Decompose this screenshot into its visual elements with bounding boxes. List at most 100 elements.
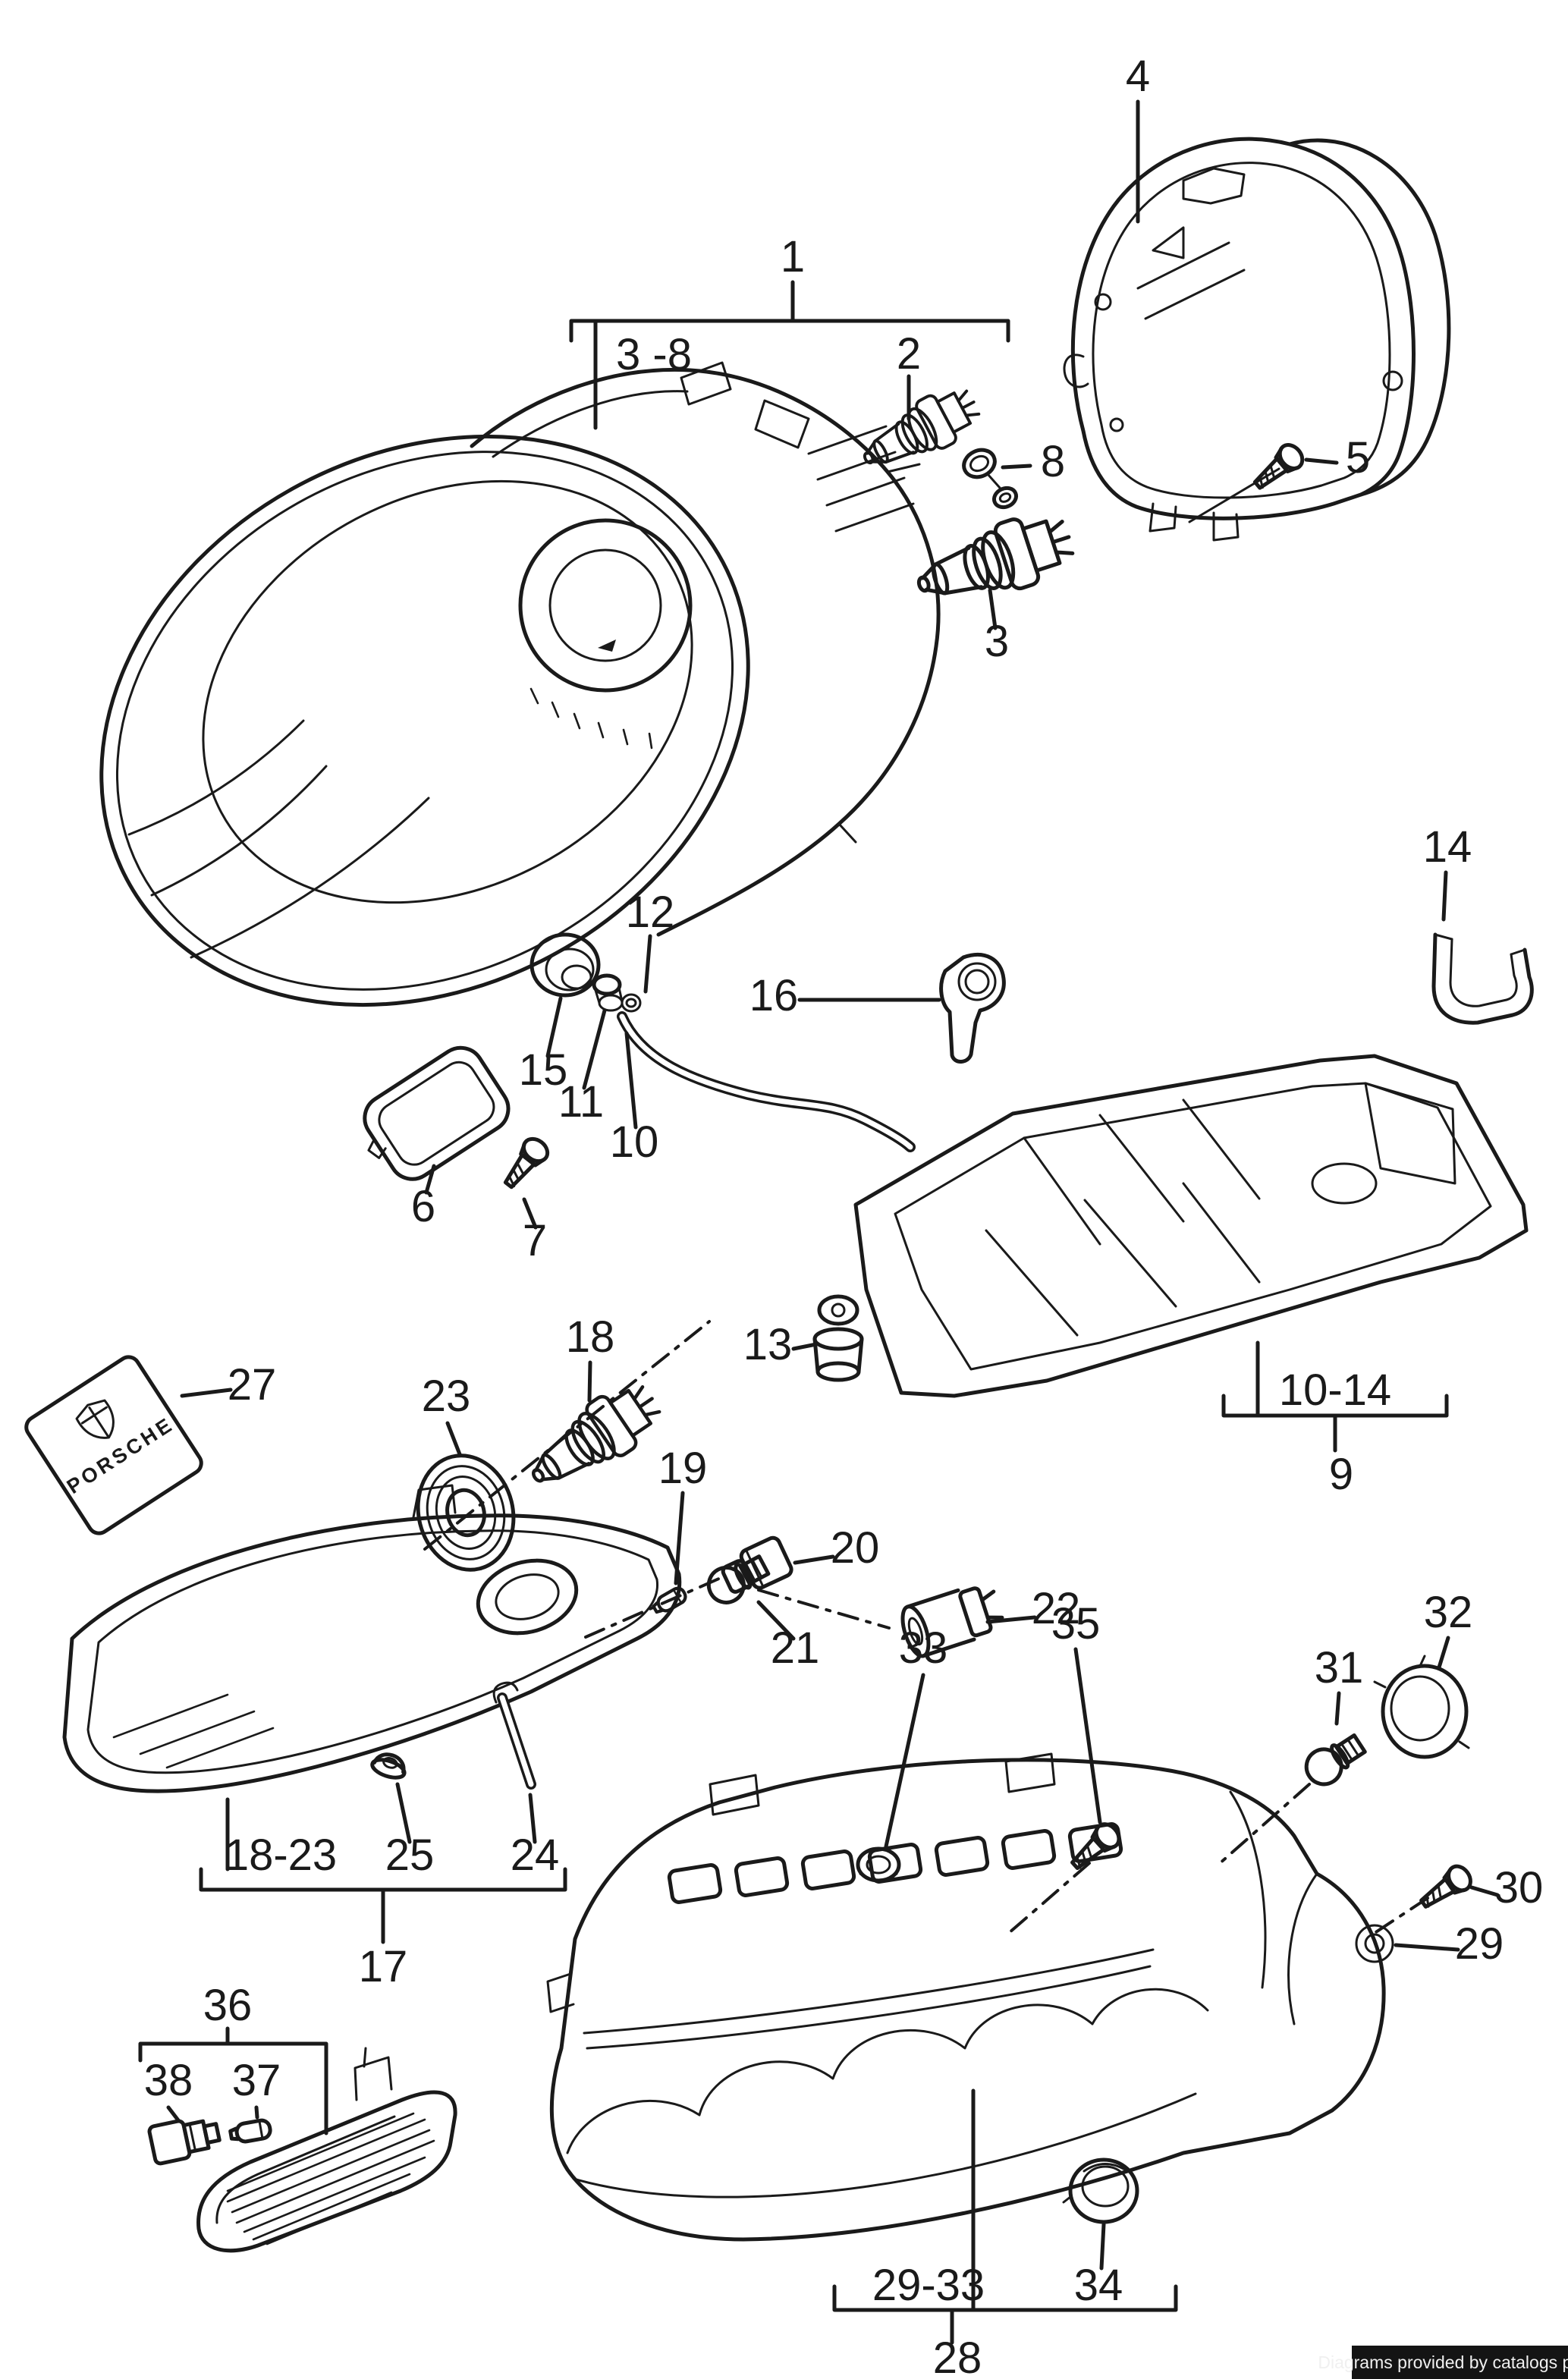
callout-label-20: 20: [831, 1523, 880, 1573]
callout-label-37: 37: [232, 2056, 281, 2105]
callout-label-27: 27: [228, 1360, 277, 1409]
watermark-text: Diagrams provided by catalogs parts: [1318, 2352, 1568, 2372]
callout-label-30: 30: [1494, 1863, 1544, 1912]
grommet-15-drawing: [529, 932, 601, 998]
callout-label-18-23: 18-23: [225, 1831, 337, 1880]
callout-label-38: 38: [144, 2056, 193, 2105]
lead-19: [674, 1491, 685, 1585]
porsche-sticker-27: PORSCHE: [24, 1355, 203, 1535]
bulb-31-axis: [1217, 1783, 1311, 1866]
callout-label-19: 19: [658, 1444, 708, 1493]
washer-12-drawing: [621, 993, 642, 1013]
callout-label-12: 12: [626, 888, 675, 937]
ring-32-drawing: [1373, 1655, 1470, 1759]
callout-label-29: 29: [1455, 1919, 1504, 1969]
leader-lines-and-brackets: [138, 99, 1500, 2345]
lead-32: [1437, 1636, 1450, 1670]
callout-label-15: 15: [519, 1045, 568, 1095]
rod-24-drawing: [492, 1681, 536, 1790]
lead-7: [522, 1197, 538, 1230]
lead-18: [587, 1360, 592, 1403]
bulb-37-drawing: [229, 2119, 271, 2144]
lead-21: [756, 1600, 796, 1641]
screw-5-drawing: [1249, 441, 1307, 495]
lead-15: [545, 996, 563, 1058]
callout-label-13: 13: [743, 1320, 793, 1369]
bracket-group-36: [138, 2026, 328, 2135]
lead-33: [884, 1673, 925, 1849]
retainer-clip-8-drawing: [962, 448, 1019, 510]
callout-label-22: 22: [1032, 1584, 1081, 1633]
watermark: Diagrams provided by catalogs parts: [1318, 2346, 1568, 2379]
lead-12: [643, 934, 652, 994]
gasket-6-drawing: [363, 1045, 511, 1181]
callout-label-3-8: 3 -8: [616, 330, 692, 379]
lead-30: [1469, 1885, 1500, 1897]
screw-5-axis-line: [1188, 467, 1280, 523]
seal-23-drawing: [416, 1453, 516, 1572]
housing-cover-4-drawing: [1063, 137, 1451, 542]
callout-label-16: 16: [749, 971, 799, 1020]
bulb-3-drawing: [909, 504, 1079, 618]
bracket-group-28: [832, 2088, 1178, 2345]
clip-14-drawing: [1431, 932, 1534, 1025]
lead-23: [445, 1421, 462, 1457]
lead-11: [582, 1008, 607, 1090]
lead-8: [1001, 464, 1032, 470]
callout-label-17: 17: [359, 1942, 408, 1991]
cap-34-drawing: [1062, 2157, 1139, 2224]
callout-label-29-33: 29-33: [872, 2261, 985, 2310]
callout-label-11: 11: [558, 1077, 604, 1127]
callout-label-10: 10: [610, 1117, 659, 1167]
lead-13: [791, 1342, 819, 1351]
lead-35: [1073, 1647, 1102, 1824]
callout-label-6: 6: [411, 1182, 435, 1231]
bracket-group-1: [569, 280, 1010, 430]
callout-label-36: 36: [203, 1981, 253, 2030]
screw-30-drawing: [1416, 1862, 1475, 1915]
callout-label-1: 1: [781, 232, 805, 281]
callout-label-33: 33: [899, 1623, 948, 1673]
callout-label-34: 34: [1074, 2261, 1123, 2310]
lead-27: [180, 1387, 233, 1398]
callout-label-18: 18: [566, 1312, 615, 1362]
bulb-31-drawing: [1299, 1729, 1368, 1791]
callout-label-5: 5: [1346, 433, 1370, 482]
callout-label-10-14: 10-14: [1279, 1365, 1391, 1415]
socket-38-drawing: [147, 2119, 222, 2166]
nut-25-drawing: [370, 1752, 407, 1780]
hose-10-drawing: [617, 1011, 916, 1152]
socket-22-drawing: [900, 1586, 1004, 1658]
callout-label-14: 14: [1423, 822, 1472, 872]
bracket-group-9: [1221, 1340, 1449, 1453]
bracket-group-17: [199, 1782, 567, 1944]
callout-label-9: 9: [1329, 1450, 1353, 1499]
vent-slots: [667, 1822, 1123, 1904]
headlight-28-drawing: [546, 1752, 1394, 2242]
callout-label-7: 7: [523, 1216, 547, 1265]
screw-30-axis: [1368, 1897, 1429, 1937]
callout-label-23: 23: [422, 1372, 471, 1421]
lead-14: [1441, 870, 1448, 922]
lead-29: [1394, 1943, 1460, 1952]
bulb-21-drawing: [702, 1550, 771, 1609]
callout-label-24: 24: [511, 1831, 560, 1880]
callout-label-35: 35: [1051, 1599, 1101, 1648]
adjuster-lever-16-drawing: [939, 953, 1006, 1064]
connector-29-drawing: [1355, 1924, 1394, 1963]
support-bracket-9-drawing: [853, 1054, 1529, 1398]
callout-label-28: 28: [933, 2333, 982, 2379]
callout-label-4: 4: [1126, 52, 1150, 101]
lead-3: [988, 588, 998, 630]
callout-label-3: 3: [985, 617, 1009, 666]
lead-5: [1304, 457, 1339, 465]
turn-signal-lamp-17-drawing: [62, 1484, 682, 1793]
watermark-background: [1352, 2346, 1568, 2379]
callout-label-8: 8: [1041, 437, 1065, 486]
callout-label-21: 21: [771, 1623, 820, 1673]
side-marker-lamp-drawing: [196, 2047, 457, 2253]
axis-21-22: [584, 1576, 891, 1639]
screw-35-axis: [1007, 1862, 1091, 1934]
